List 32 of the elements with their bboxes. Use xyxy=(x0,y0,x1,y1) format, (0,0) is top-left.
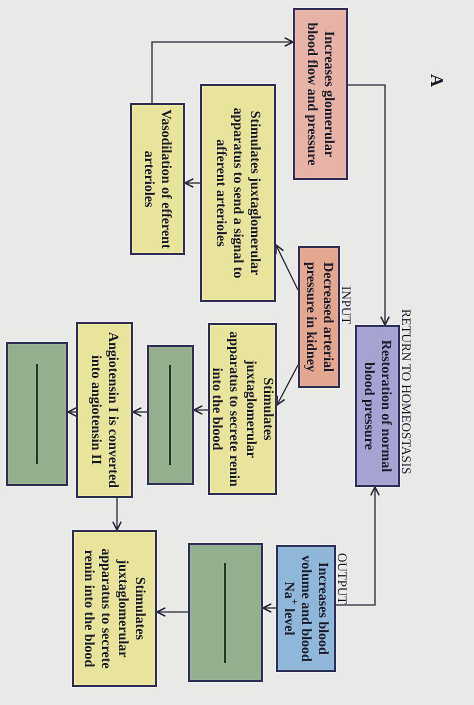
answer-box xyxy=(6,342,68,486)
arrow xyxy=(156,607,188,617)
box-text: Vasodilation of efferent arterioles xyxy=(140,109,174,249)
answer-box xyxy=(188,543,263,682)
process-box xyxy=(200,84,276,302)
box-text: Angiotensin I is converted into angiotensin II xyxy=(88,331,122,490)
arrow xyxy=(132,407,147,417)
arrow xyxy=(262,603,276,613)
box-text: Stimulates juxtaglomerular apparatus to secrete renin into the blood xyxy=(208,330,276,489)
box-text: Stimulates juxtaglomerular apparatus to secrete renin into the blood xyxy=(80,547,148,671)
arrow xyxy=(67,407,78,417)
arrow xyxy=(275,244,299,290)
box-text: Increases glomerular blood flow and pressure xyxy=(304,21,338,168)
box-text: Decreased arterial pressure in kidney xyxy=(302,261,336,374)
process-box xyxy=(72,530,157,687)
stage-label: RETURN TO HOMEOSTASIS xyxy=(399,309,413,474)
stage-label: INPUT xyxy=(339,286,353,324)
box-text: Restoration of normal blood pressure xyxy=(360,338,394,474)
stage-label: OUTPUT xyxy=(335,553,349,604)
arrow xyxy=(193,405,208,415)
process-box xyxy=(130,103,185,255)
arrow xyxy=(151,37,294,103)
arrow xyxy=(112,498,122,531)
answer-box xyxy=(147,345,194,485)
process-box xyxy=(76,322,133,498)
process-box xyxy=(293,8,348,180)
arrow xyxy=(336,486,380,606)
box-text: Stimulates juxtaglomerular apparatus to send a signal to afferent arterioles xyxy=(212,106,264,280)
panel-letter: A xyxy=(426,74,448,87)
arrow xyxy=(276,364,299,406)
arrow xyxy=(184,178,200,188)
arrow xyxy=(348,84,390,326)
